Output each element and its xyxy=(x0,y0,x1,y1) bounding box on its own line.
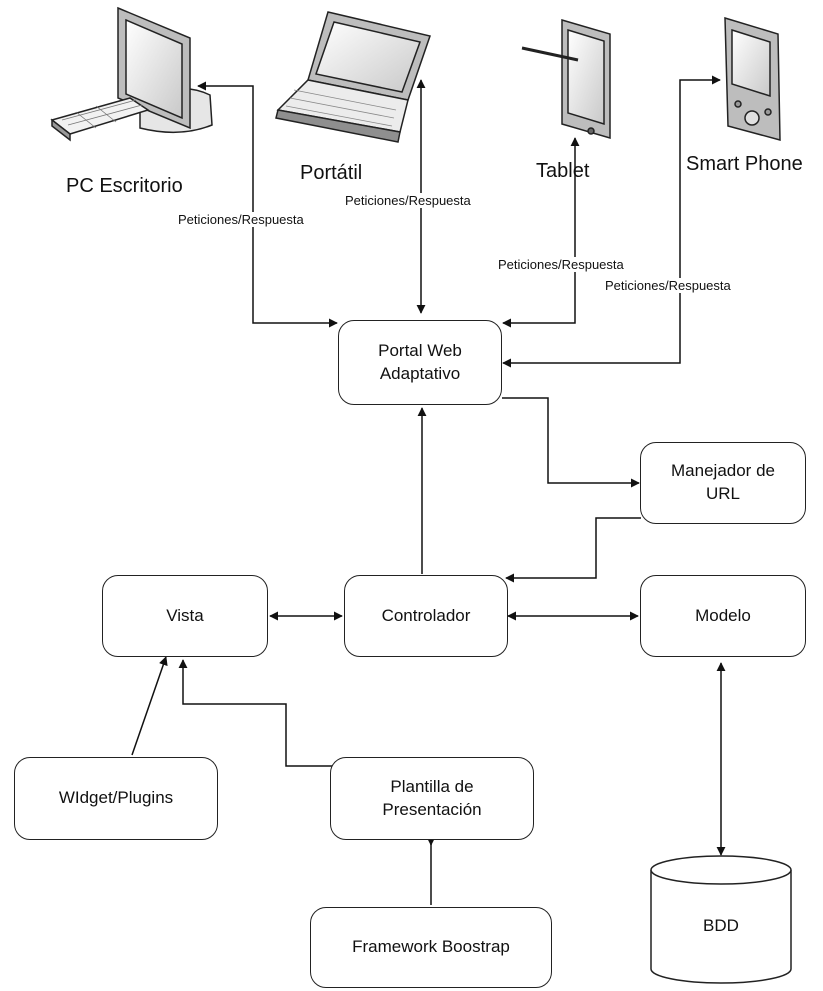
plantilla-node: Plantilla de Presentación xyxy=(330,757,534,840)
pc-edge-label: Peticiones/Respuesta xyxy=(178,212,304,227)
bdd-cylinder xyxy=(650,855,792,984)
widgets-vista-connector xyxy=(131,656,168,756)
modelo-node: Modelo xyxy=(640,575,806,657)
urlmanager-controlador-connector xyxy=(505,517,641,583)
smartphone-icon xyxy=(724,16,781,141)
laptop-icon xyxy=(275,11,431,143)
vista-node: Vista xyxy=(102,575,268,657)
tablet-icon xyxy=(521,19,611,139)
portal-web-node: Portal Web Adaptativo xyxy=(338,320,502,405)
desktop-pc-icon xyxy=(50,6,213,142)
phone-edge-label: Peticiones/Respuesta xyxy=(605,278,731,293)
phone-portal-connector xyxy=(502,75,721,368)
plantilla-vista-connector xyxy=(178,659,333,767)
pc-portal-connector xyxy=(197,81,338,328)
tablet-edge-label: Peticiones/Respuesta xyxy=(498,257,624,272)
tablet-label: Tablet xyxy=(536,160,590,182)
widgets-node: WIdget/Plugins xyxy=(14,757,218,840)
laptop-label: Portátil xyxy=(300,162,363,184)
phone-label: Smart Phone xyxy=(686,153,803,175)
controlador-node: Controlador xyxy=(344,575,508,657)
portal-urlmanager-connector xyxy=(502,397,640,488)
url-manager-node: Manejador de URL xyxy=(640,442,806,524)
framework-node: Framework Boostrap xyxy=(310,907,552,988)
bdd-label: BDD xyxy=(703,915,739,935)
laptop-edge-label: Peticiones/Respuesta xyxy=(345,193,471,208)
pc-label: PC Escritorio xyxy=(66,175,183,197)
